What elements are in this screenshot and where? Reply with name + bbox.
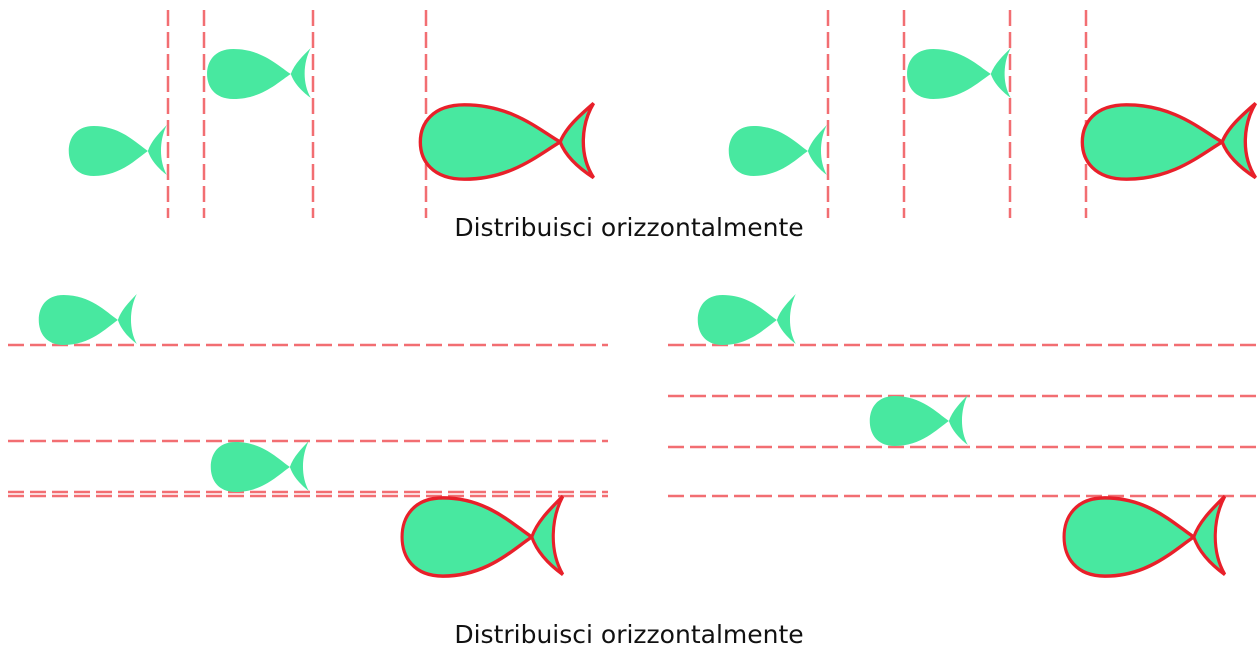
fish-icon — [207, 48, 311, 99]
fish-icon — [907, 48, 1011, 99]
caption-distribute-bottom: Distribuisci orizzontalmente — [454, 620, 804, 649]
panel-top-right — [728, 10, 1258, 218]
guide-lines — [8, 343, 608, 498]
fish-icon — [869, 395, 968, 446]
fish-icon — [38, 294, 137, 345]
caption-distribute-top: Distribuisci orizzontalmente — [454, 213, 804, 242]
fish-icon — [68, 125, 167, 176]
fish-icon-selected — [418, 101, 596, 181]
fish-icon — [728, 125, 827, 176]
panel-bottom-right — [668, 294, 1258, 578]
fish-icon-selected — [1080, 101, 1258, 181]
fish-icon-selected — [1062, 494, 1227, 578]
guide-lines — [826, 10, 1088, 218]
fish-icon — [697, 294, 796, 345]
panel-bottom-left — [8, 294, 608, 578]
guide-lines — [668, 343, 1258, 498]
fish-icon — [210, 441, 309, 492]
panel-top-left — [68, 10, 596, 218]
fish-icon-selected — [400, 494, 565, 578]
guide-lines — [166, 10, 428, 218]
